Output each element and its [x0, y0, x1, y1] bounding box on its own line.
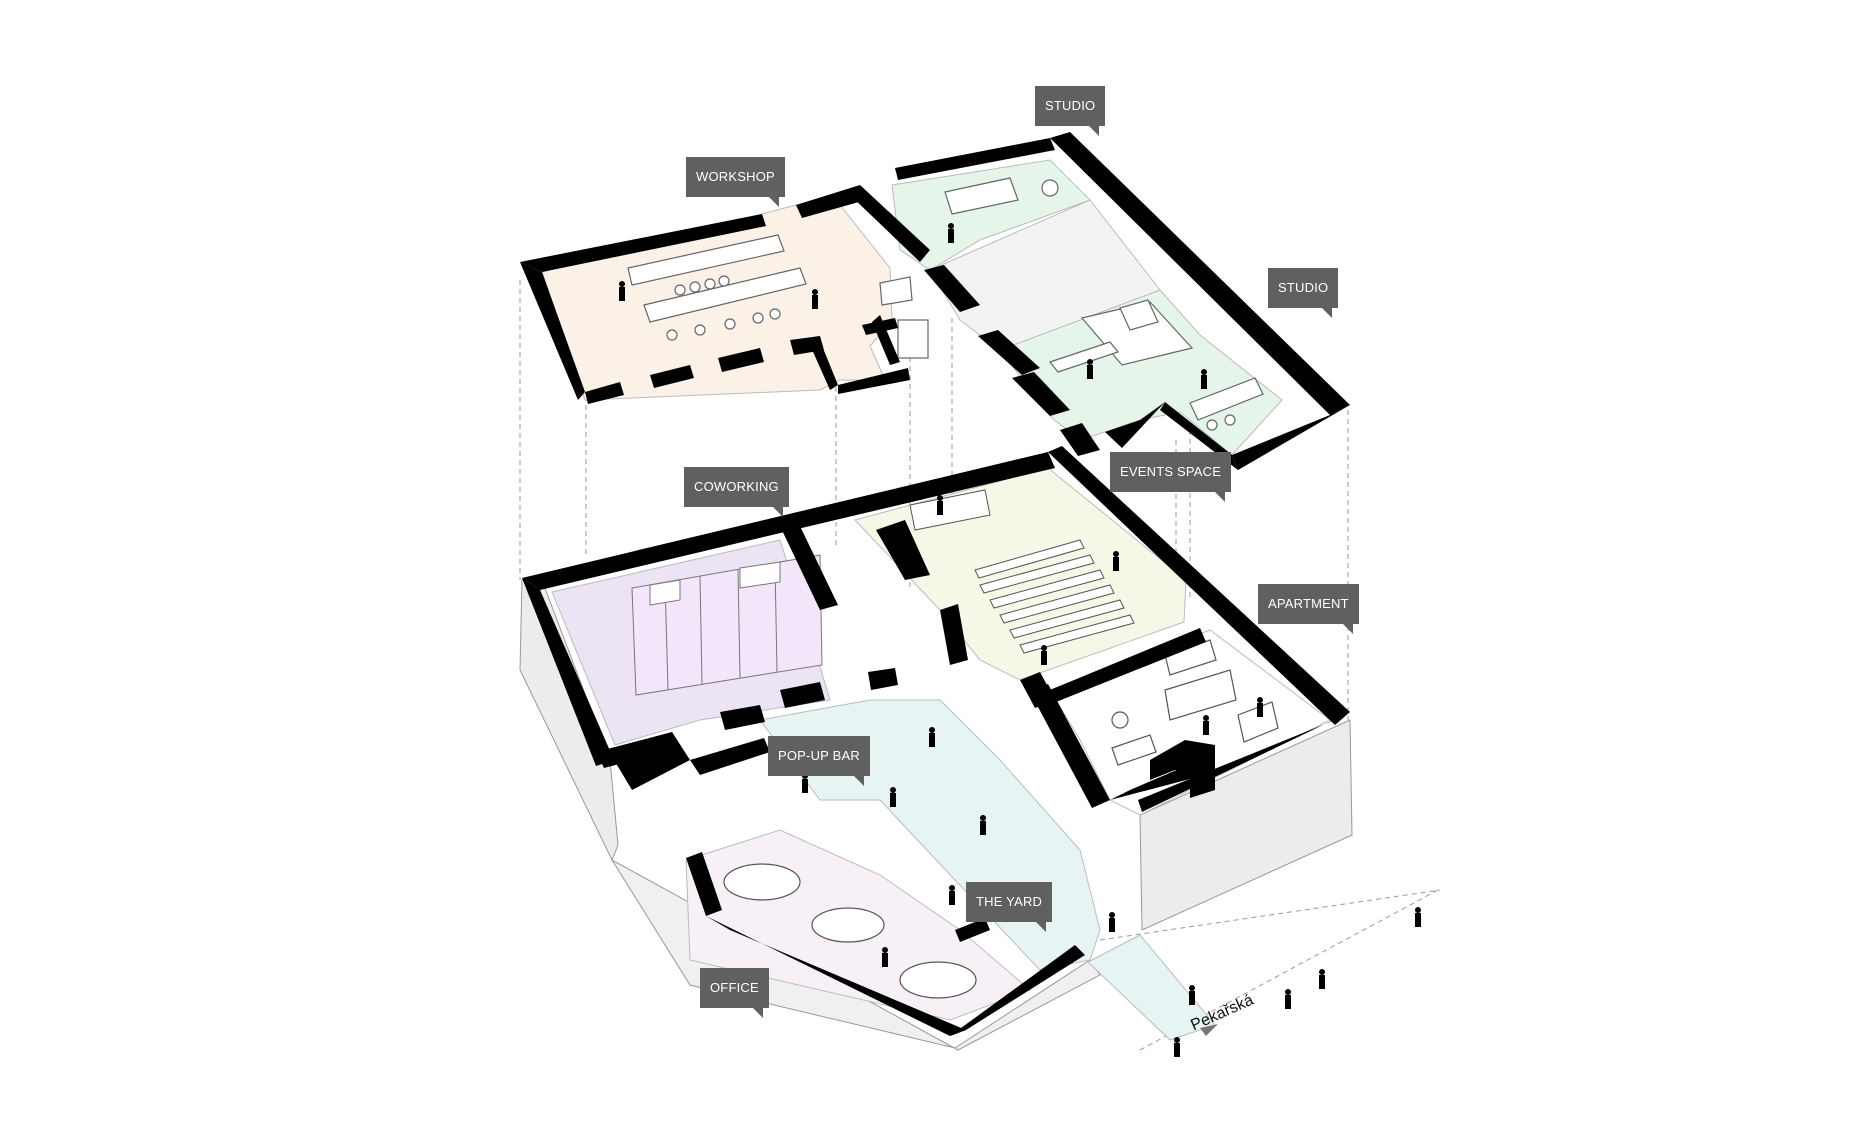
studio-floor-mid [929, 199, 1161, 351]
upper-walls [520, 132, 1350, 470]
person-figure [1203, 715, 1209, 735]
label-events-space: EVENTS SPACE [1110, 452, 1232, 502]
person-figure [812, 289, 818, 309]
person-figure [949, 885, 955, 905]
person-figure [619, 281, 625, 301]
person-figure [1174, 1037, 1180, 1057]
person-figure [1257, 697, 1263, 717]
person-figure [1415, 907, 1421, 927]
person-figure [1285, 989, 1291, 1009]
events-seating [909, 489, 1135, 654]
studio-floor-top [891, 159, 1091, 271]
label-the-yard: THE YARD [966, 882, 1053, 932]
lower-right-facade [1139, 719, 1353, 931]
label-coworking: COWORKING [684, 467, 789, 517]
label-studio-right: STUDIO [1268, 268, 1339, 318]
person-figure [1087, 359, 1093, 379]
label-office: OFFICE [700, 968, 769, 1018]
lower-level [519, 446, 1353, 1051]
office-tables [723, 863, 977, 999]
label-popup-bar: POP-UP BAR [768, 736, 870, 786]
label-apartment: APARTMENT [1258, 584, 1359, 634]
people-figures [619, 223, 1421, 1057]
person-figure [929, 727, 935, 747]
workshop-furniture [627, 234, 929, 359]
person-figure [882, 947, 888, 967]
person-figure [1319, 969, 1325, 989]
lower-walls [522, 446, 1350, 1036]
apartment-furniture [1111, 639, 1279, 766]
glass-rooms [631, 554, 823, 696]
person-figure [802, 773, 808, 793]
person-figure [1109, 912, 1115, 932]
upper-level [520, 132, 1350, 470]
person-figure [937, 495, 943, 515]
person-figure [1113, 551, 1119, 571]
label-workshop: WORKSHOP [686, 157, 785, 207]
person-figure [948, 223, 954, 243]
person-figure [1189, 985, 1195, 1005]
studio-furniture [944, 177, 1264, 431]
person-figure [1041, 645, 1047, 665]
person-figure [1201, 369, 1207, 389]
person-figure [890, 787, 896, 807]
person-figure [980, 815, 986, 835]
entrance-arrow-icon [1200, 1024, 1218, 1036]
label-studio-top: STUDIO [1035, 86, 1106, 136]
